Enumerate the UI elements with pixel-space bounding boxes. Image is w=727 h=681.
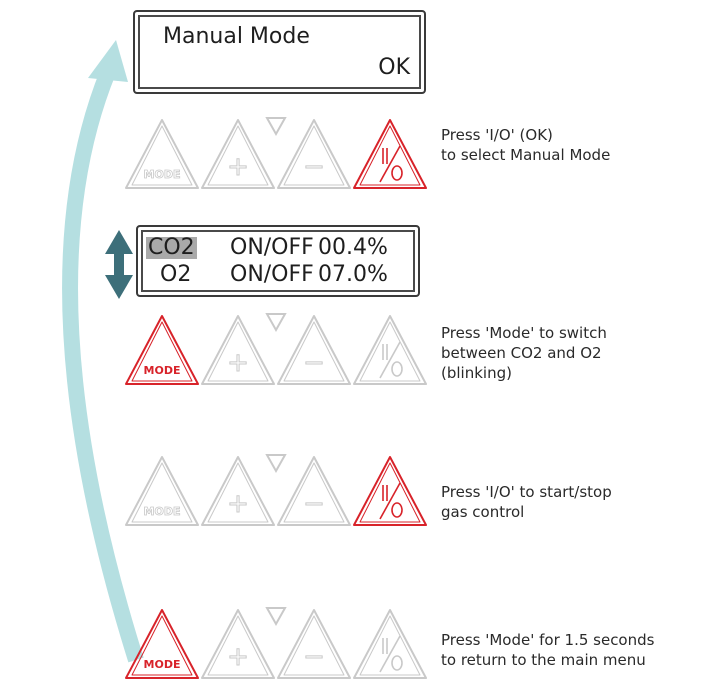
mode-button[interactable]: MODE bbox=[125, 315, 199, 385]
button-inner-outline bbox=[359, 321, 421, 382]
gas-status-label-o2: ON/OFF bbox=[230, 262, 314, 287]
plus-icon: + bbox=[227, 348, 249, 378]
plus-button[interactable]: + bbox=[201, 456, 275, 526]
screen-line-2: OK bbox=[378, 55, 410, 80]
instruction-line: between CO2 and O2 bbox=[441, 344, 602, 362]
mode-label: MODE bbox=[144, 364, 181, 377]
down-indicator-icon bbox=[265, 607, 287, 627]
instruction-line: Press 'I/O' to start/stop bbox=[441, 483, 612, 501]
button-inner-outline bbox=[131, 462, 193, 523]
gas-value-co2: 00.4% bbox=[318, 235, 388, 260]
display-screen-manual-mode: Manual Mode OK bbox=[133, 10, 426, 94]
power-io-icon bbox=[379, 635, 403, 673]
button-inner-outline bbox=[283, 462, 345, 523]
mode-label: MODE bbox=[144, 658, 181, 671]
button-outline bbox=[277, 609, 351, 679]
button-row: MODE + − bbox=[125, 454, 427, 526]
minus-icon: − bbox=[303, 152, 325, 182]
button-inner-outline bbox=[359, 615, 421, 676]
screen-line-1: Manual Mode bbox=[163, 24, 310, 49]
button-outline bbox=[201, 609, 275, 679]
button-inner-outline bbox=[283, 125, 345, 186]
power-io-icon bbox=[379, 482, 403, 520]
power-io-icon bbox=[379, 145, 403, 183]
button-inner-outline bbox=[131, 125, 193, 186]
io-button[interactable] bbox=[353, 119, 427, 189]
instruction-line: Press 'Mode' to switch bbox=[441, 324, 607, 342]
button-outline bbox=[201, 456, 275, 526]
button-inner-outline bbox=[207, 125, 269, 186]
instruction-line: gas control bbox=[441, 503, 525, 521]
mode-label: MODE bbox=[144, 505, 181, 518]
power-io-icon bbox=[379, 341, 403, 379]
io-button[interactable] bbox=[353, 456, 427, 526]
plus-icon: + bbox=[227, 489, 249, 519]
minus-button[interactable]: − bbox=[277, 119, 351, 189]
button-row: MODE + − bbox=[125, 607, 427, 679]
button-outline bbox=[201, 315, 275, 385]
gas-value-o2: 07.0% bbox=[318, 262, 388, 287]
button-inner-outline bbox=[131, 321, 193, 382]
button-inner-outline bbox=[283, 615, 345, 676]
button-row: MODE + − bbox=[125, 313, 427, 385]
up-down-arrow-icon bbox=[105, 230, 133, 299]
button-outline bbox=[125, 456, 199, 526]
plus-button[interactable]: + bbox=[201, 609, 275, 679]
button-outline bbox=[125, 119, 199, 189]
button-inner-outline bbox=[207, 321, 269, 382]
instruction-line: (blinking) bbox=[441, 364, 512, 382]
mode-button[interactable]: MODE bbox=[125, 456, 199, 526]
step-4-instruction: Press 'Mode' for 1.5 seconds to return t… bbox=[441, 630, 654, 670]
button-outline bbox=[277, 315, 351, 385]
button-inner-outline bbox=[131, 615, 193, 676]
button-row: MODE + − bbox=[125, 117, 427, 189]
button-rows: MODE + − MODE + − MODE + − MODE + − bbox=[125, 117, 427, 679]
down-indicator-icon bbox=[265, 313, 287, 333]
button-outline bbox=[277, 456, 351, 526]
mode-button[interactable]: MODE bbox=[125, 609, 199, 679]
plus-icon: + bbox=[227, 152, 249, 182]
io-button[interactable] bbox=[353, 315, 427, 385]
mode-button[interactable]: MODE bbox=[125, 119, 199, 189]
button-inner-outline bbox=[207, 615, 269, 676]
button-outline bbox=[125, 609, 199, 679]
plus-button[interactable]: + bbox=[201, 315, 275, 385]
step-3-instruction: Press 'I/O' to start/stop gas control bbox=[441, 482, 612, 522]
minus-icon: − bbox=[303, 489, 325, 519]
down-indicator-icon bbox=[265, 117, 287, 137]
button-inner-outline bbox=[283, 321, 345, 382]
gas-status-label-co2: ON/OFF bbox=[230, 235, 314, 260]
plus-button[interactable]: + bbox=[201, 119, 275, 189]
button-inner-outline bbox=[359, 125, 421, 186]
instruction-line: Press 'Mode' for 1.5 seconds bbox=[441, 631, 655, 649]
minus-button[interactable]: − bbox=[277, 315, 351, 385]
mode-label: MODE bbox=[144, 168, 181, 181]
instruction-line: Press 'I/O' (OK) bbox=[441, 126, 553, 144]
instruction-line: to return to the main menu bbox=[441, 651, 646, 669]
instruction-line: to select Manual Mode bbox=[441, 146, 611, 164]
plus-icon: + bbox=[227, 642, 249, 672]
display-screen-gas-status: CO2 ON/OFF 00.4% O2 ON/OFF 07.0% bbox=[136, 225, 420, 297]
curved-return-arrow-icon bbox=[62, 40, 144, 663]
minus-icon: − bbox=[303, 348, 325, 378]
button-outline bbox=[201, 119, 275, 189]
step-2-instruction: Press 'Mode' to switch between CO2 and O… bbox=[441, 323, 607, 383]
button-outline bbox=[353, 119, 427, 189]
button-inner-outline bbox=[359, 462, 421, 523]
minus-button[interactable]: − bbox=[277, 456, 351, 526]
button-outline bbox=[125, 315, 199, 385]
gas-label-co2: CO2 bbox=[146, 235, 197, 260]
button-outline bbox=[277, 119, 351, 189]
minus-icon: − bbox=[303, 642, 325, 672]
button-outline bbox=[353, 315, 427, 385]
button-outline bbox=[353, 609, 427, 679]
gas-label-o2: O2 bbox=[160, 262, 192, 287]
button-outline bbox=[353, 456, 427, 526]
button-inner-outline bbox=[207, 462, 269, 523]
step-1-instruction: Press 'I/O' (OK) to select Manual Mode bbox=[441, 125, 610, 165]
down-indicator-icon bbox=[265, 454, 287, 474]
io-button[interactable] bbox=[353, 609, 427, 679]
minus-button[interactable]: − bbox=[277, 609, 351, 679]
